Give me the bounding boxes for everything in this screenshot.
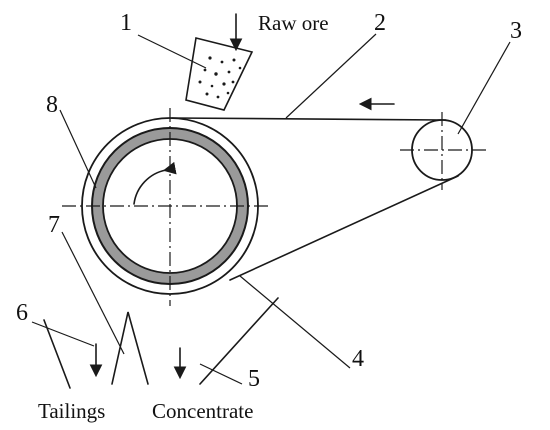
concentrate-chute-wall [199,297,279,385]
leader-6 [31,321,95,347]
leader-8 [59,109,97,189]
ore-particles [198,56,242,99]
tailings-label: Tailings [38,399,105,423]
concentrate-label: Concentrate [152,399,253,423]
belt-upper-run [171,117,447,121]
belt-lower-run [229,175,459,281]
leader-2 [285,33,377,119]
part-number-3: 3 [510,18,522,44]
raw-ore-label: Raw ore [258,11,329,35]
part-number-8: 8 [46,92,58,118]
rotation-arrow [133,161,177,205]
pulley [400,112,486,190]
part-number-4: 4 [352,346,364,372]
leader-4 [239,275,351,369]
leader-1 [137,34,207,69]
splitter-plate-7 [111,311,149,385]
splitter [43,297,279,389]
leader-lines [31,33,511,385]
feed-hopper [185,37,254,111]
leader-7 [61,231,125,355]
part-number-7: 7 [48,212,60,238]
drum [62,108,272,306]
leader-3 [457,41,511,135]
part-number-2: 2 [374,10,386,36]
part-number-5: 5 [248,366,260,392]
part-number-6: 6 [16,300,28,326]
tailings-chute-wall [43,319,71,389]
leader-5 [199,363,243,385]
part-number-1: 1 [120,10,132,36]
